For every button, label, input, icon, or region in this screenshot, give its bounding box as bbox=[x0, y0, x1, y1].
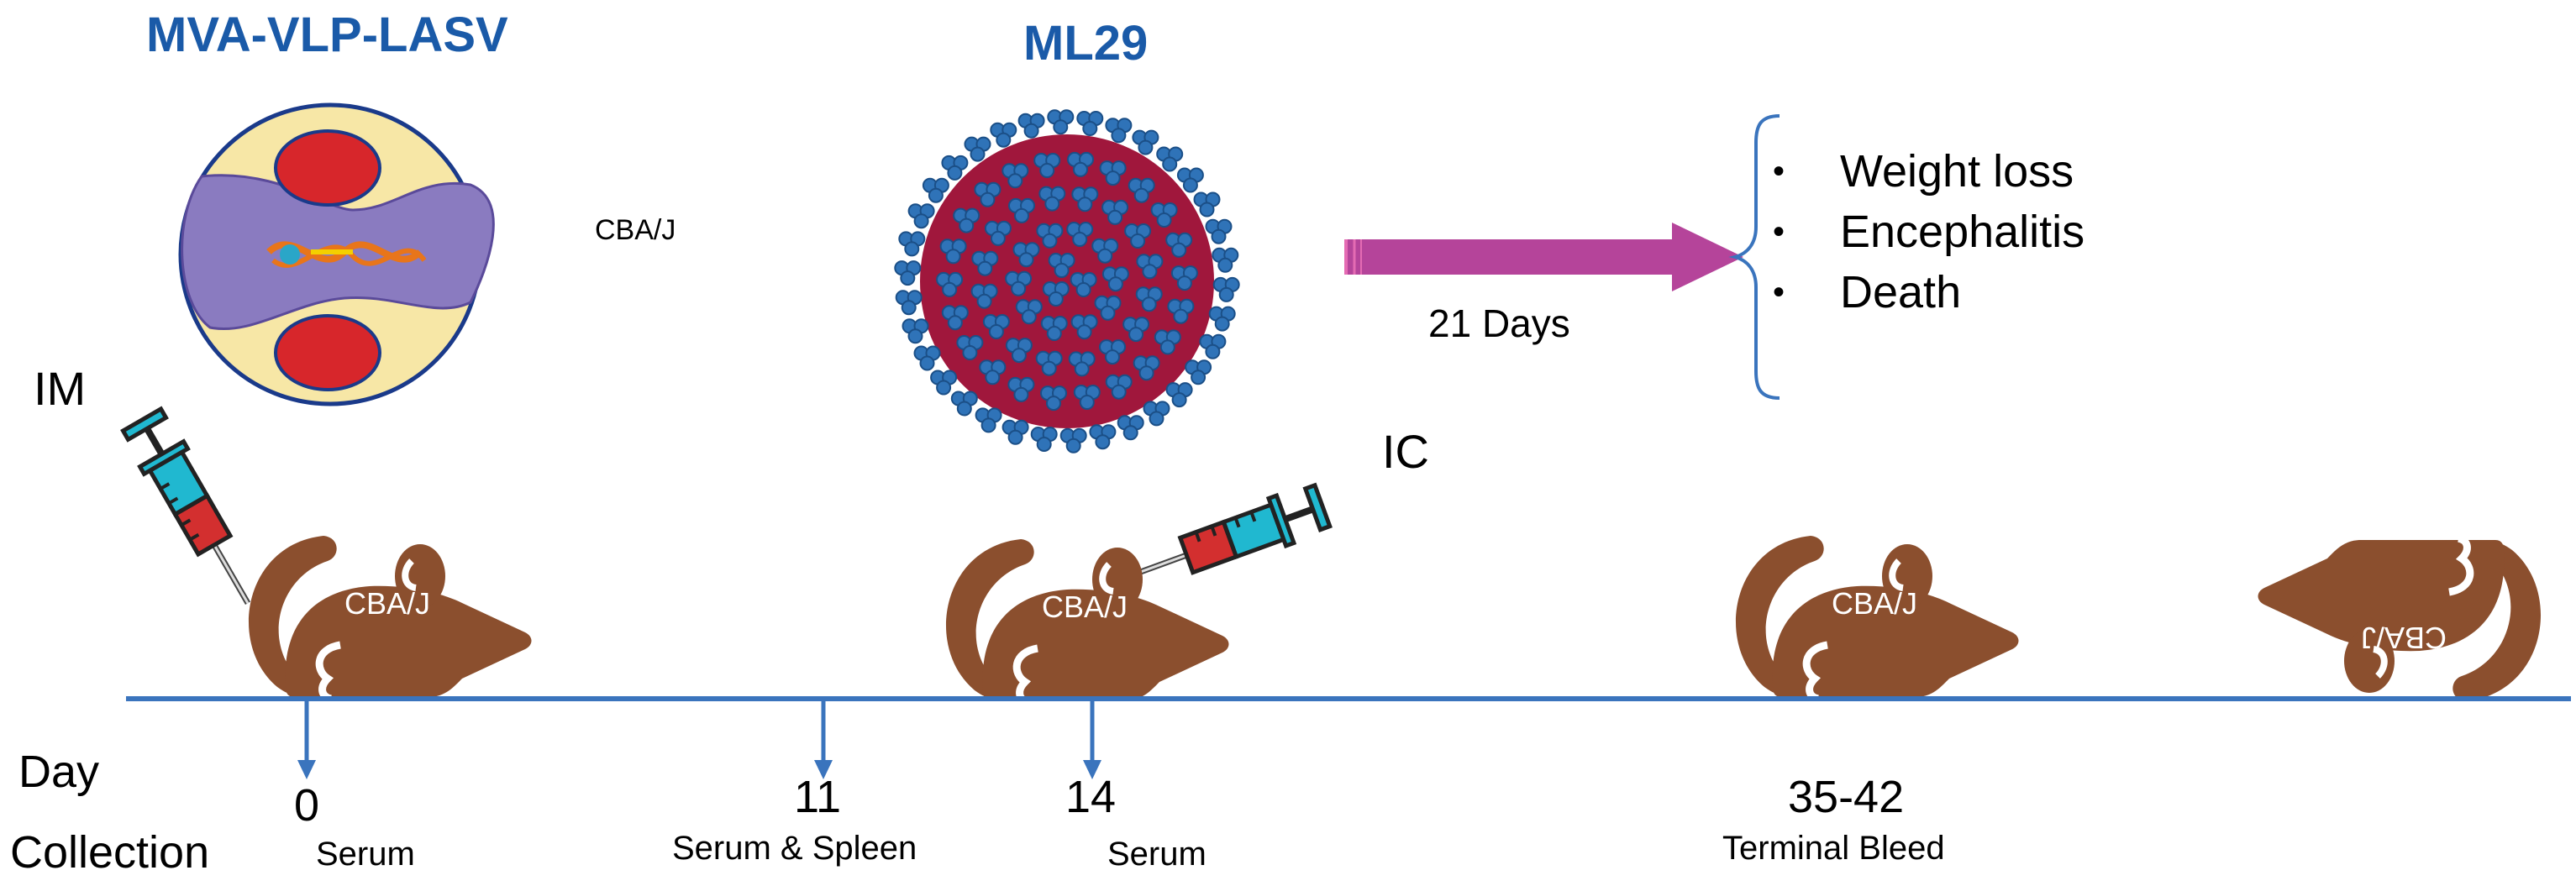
vaccine-title: MVA-VLP-LASV bbox=[146, 8, 508, 62]
route-ic-label: IC bbox=[1382, 425, 1429, 478]
virus-spike bbox=[1156, 146, 1184, 172]
syringe-icon-im bbox=[120, 407, 270, 616]
timepoint-day: 0 bbox=[294, 780, 320, 831]
virus-spike bbox=[902, 318, 929, 344]
virus-spike bbox=[1105, 118, 1133, 144]
virus-spike bbox=[990, 122, 1017, 148]
timepoint-day: 14 bbox=[1065, 772, 1117, 822]
collection-row-label: Collection bbox=[10, 827, 210, 878]
virus-spike bbox=[907, 203, 935, 229]
virus-spike bbox=[1143, 401, 1170, 427]
mouse-label: CBA/J bbox=[2361, 621, 2447, 655]
outcome-text: Encephalitis bbox=[1840, 207, 2085, 257]
timepoint-day: 35-42 bbox=[1788, 772, 1905, 822]
virus-spike bbox=[1001, 419, 1029, 445]
virus-spike bbox=[1117, 415, 1144, 441]
vlp-icon bbox=[178, 102, 495, 406]
virus-spike bbox=[1017, 113, 1045, 139]
virus-spike bbox=[1089, 424, 1117, 450]
arrow-icon bbox=[1344, 223, 1743, 291]
virus-spike bbox=[964, 136, 991, 162]
outcome-list: • Weight loss • Encephalitis • Death bbox=[1773, 141, 2084, 322]
outcome-item: • Weight loss bbox=[1773, 141, 2084, 202]
virus-spike bbox=[950, 391, 978, 417]
brace-icon bbox=[1728, 114, 1780, 400]
virus-spike bbox=[1193, 191, 1221, 218]
timepoint-collection: Serum bbox=[316, 836, 415, 873]
virus-spike bbox=[1176, 167, 1204, 193]
virus-spike bbox=[1047, 109, 1075, 135]
outcome-item: • Encephalitis bbox=[1773, 202, 2084, 262]
virus-spike bbox=[1212, 276, 1240, 302]
virus-spike bbox=[1076, 111, 1104, 136]
collection-arrowhead bbox=[814, 760, 833, 779]
virus-spike bbox=[1165, 382, 1193, 408]
bullet-icon: • bbox=[1773, 153, 1785, 190]
virus-spike bbox=[1185, 359, 1212, 385]
timepoint-collection: Serum bbox=[1107, 836, 1207, 873]
virus-spike bbox=[930, 370, 958, 396]
outcome-text: Death bbox=[1840, 267, 1962, 317]
virus-spike bbox=[1205, 218, 1233, 244]
virus-spike bbox=[941, 155, 969, 181]
virus-spike bbox=[975, 407, 1002, 433]
mouse-label: CBA/J bbox=[1042, 590, 1128, 624]
virus-spike bbox=[1208, 306, 1236, 332]
timepoint-collection: Terminal Bleed bbox=[1722, 830, 1945, 867]
collection-arrowhead bbox=[1083, 760, 1101, 779]
virus-spike bbox=[913, 345, 941, 371]
virus-spike bbox=[1199, 333, 1227, 359]
virus-spike bbox=[898, 231, 926, 257]
outcome-item: • Death bbox=[1773, 262, 2084, 322]
day-row-label: Day bbox=[18, 747, 100, 797]
virus-spike bbox=[894, 260, 922, 286]
virus-icon bbox=[894, 109, 1240, 453]
mouse-label: CBA/J bbox=[344, 586, 431, 621]
virus-spike bbox=[1030, 427, 1058, 452]
strain-label: CBA/J bbox=[595, 214, 676, 246]
mouse-label: CBA/J bbox=[1832, 586, 1918, 621]
arrow-duration-label: 21 Days bbox=[1428, 301, 1570, 345]
timepoint-day: 11 bbox=[794, 772, 842, 822]
outcome-text: Weight loss bbox=[1840, 146, 2074, 197]
route-im-label: IM bbox=[34, 362, 87, 415]
collection-arrowhead bbox=[297, 760, 316, 779]
virus-spike bbox=[1212, 247, 1239, 273]
virus-spike bbox=[1059, 427, 1087, 453]
virus-spike bbox=[895, 290, 923, 316]
timepoint-collection: Serum & Spleen bbox=[672, 830, 917, 867]
bullet-icon: • bbox=[1773, 274, 1785, 311]
virus-title: ML29 bbox=[1023, 16, 1149, 71]
syringe-icon-ic bbox=[1115, 482, 1331, 602]
virus-spike bbox=[922, 177, 949, 203]
collection-ticks bbox=[297, 699, 1101, 779]
virus-spike bbox=[1132, 129, 1159, 155]
bullet-icon: • bbox=[1773, 213, 1785, 250]
